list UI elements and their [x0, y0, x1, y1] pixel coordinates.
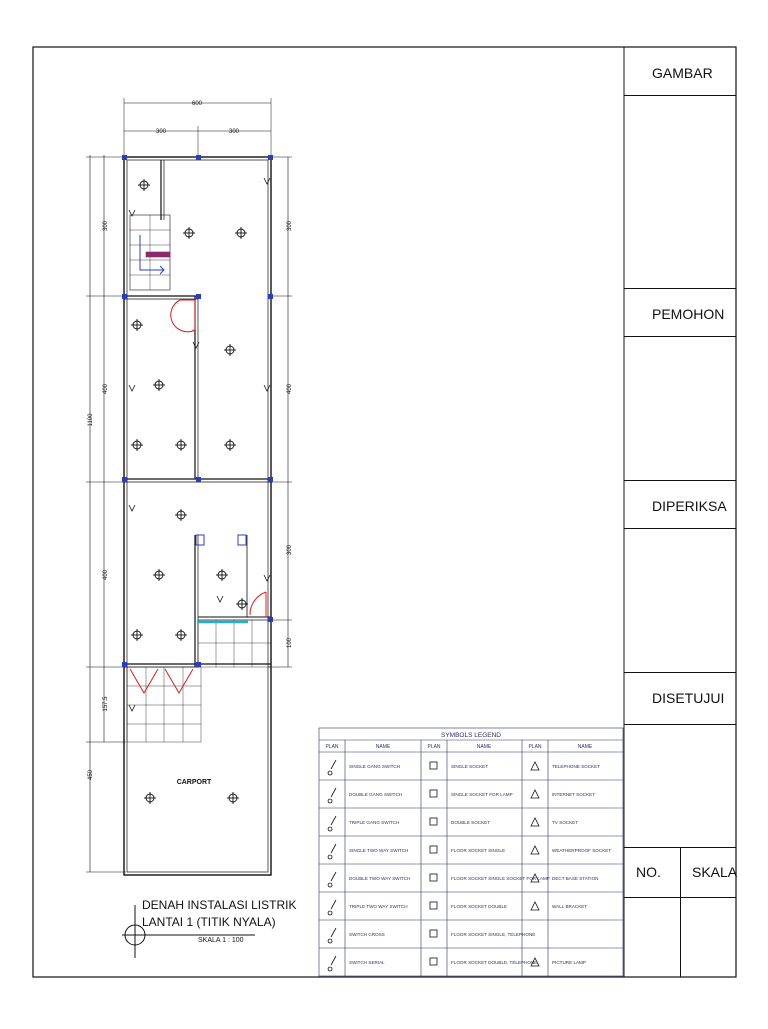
- legend-item-name: WALL BRACKET: [552, 904, 587, 909]
- socket-symbol-icon: [429, 817, 438, 826]
- title-block-skala-label: SKALA: [692, 864, 738, 880]
- switch-symbol-icon: [327, 815, 337, 832]
- legend-item-name: FLOOR SOCKET SINGLE, TELEPHONE: [451, 932, 535, 937]
- dim-left-2: 400: [103, 383, 109, 394]
- socket-symbol-icon: [429, 957, 438, 966]
- carport-label: CARPORT: [177, 779, 212, 786]
- outlet-symbol-icon: [530, 761, 540, 771]
- dim-left-3: 400: [103, 569, 109, 580]
- legend-text: SYMBOLS LEGEND PLAN NAME PLAN NAME PLAN …: [325, 732, 592, 750]
- legend-item-name: TRIPLE GANG SWITCH: [349, 820, 399, 825]
- switch-symbol-icon: [327, 871, 337, 888]
- dim-left-1: 300: [103, 220, 109, 231]
- title-block-no-skala: NO. SKALA: [624, 847, 738, 977]
- legend-item-name: SINGLE TWO WAY SWITCH: [349, 848, 408, 853]
- legend-col-name-3: NAME: [578, 744, 593, 750]
- switch-symbol-icon: [327, 843, 337, 860]
- socket-symbol-icon: [429, 845, 438, 854]
- plan-title-symbol: [122, 905, 255, 958]
- title-block-pemohon-label: PEMOHON: [652, 306, 725, 322]
- legend-item-name: DOUBLE GANG SWITCH: [349, 792, 402, 797]
- legend-item-name: SWITCH CROSS: [349, 932, 385, 937]
- legend-col-plan-1: PLAN: [325, 744, 338, 750]
- legend-title: SYMBOLS LEGEND: [441, 732, 501, 739]
- title-block-pemohon-body: [624, 336, 736, 481]
- switch-marks: [128, 177, 271, 712]
- dim-left-total: 1100: [88, 413, 94, 427]
- outlet-symbol-icon: [530, 957, 540, 967]
- symbols-legend: [318, 727, 624, 977]
- title-block-diperiksa: DIPERIKSA: [624, 480, 736, 529]
- dim-left-5: 450: [88, 769, 94, 780]
- sheet-border: [32, 46, 737, 978]
- light-points: [131, 179, 248, 804]
- legend-item-name: TELEPHONE SOCKET: [552, 764, 600, 769]
- plan-title-line2: LANTAI 1 (TITIK NYALA): [142, 915, 276, 929]
- title-block-diperiksa-label: DIPERIKSA: [652, 498, 727, 514]
- dim-right-1: 300: [287, 220, 293, 231]
- legend-item-name: DOUBLE TWO WAY SWITCH: [349, 876, 410, 881]
- legend-col-name-1: NAME: [376, 744, 391, 750]
- legend-item-name: DECT BASE STATION: [552, 876, 598, 881]
- outlet-symbol-icon: [530, 789, 540, 799]
- dim-right-3: 300: [287, 544, 293, 555]
- legend-item-name: SWITCH SERIAL: [349, 960, 385, 965]
- title-block-gambar-body: [624, 95, 736, 289]
- legend-col-name-2: NAME: [477, 744, 492, 750]
- dim-right-2: 400: [287, 383, 293, 394]
- outlet-symbol-icon: [530, 817, 540, 827]
- socket-symbol-icon: [429, 761, 438, 770]
- legend-item-name: DOUBLE SOCKET: [451, 820, 490, 825]
- column-markers: [122, 155, 273, 667]
- title-block-disetujui-body: [624, 724, 736, 848]
- title-block-no-label: NO.: [636, 864, 661, 880]
- legend-rows: SINGLE GANG SWITCH SINGLE SOCKET TELEPHONE…: [349, 764, 611, 965]
- switch-symbol-icon: [327, 759, 337, 776]
- doors: [129, 299, 267, 694]
- title-block-disetujui-label: DISETUJUI: [652, 690, 725, 706]
- legend-item-name: FLOOR SOCKET DOUBLE: [451, 904, 507, 909]
- title-block-disetujui: DISETUJUI: [624, 672, 736, 725]
- title-block-gambar-label: GAMBAR: [652, 65, 713, 81]
- socket-symbol-icon: [429, 901, 438, 910]
- legend-item-name: INTERNET SOCKET: [552, 792, 595, 797]
- legend-item-name: FLOOR SOCKET DOUBLE, TELEPHONE: [451, 960, 537, 965]
- dim-top-total: 600: [192, 101, 203, 107]
- socket-symbol-icon: [429, 929, 438, 938]
- legend-item-name: WEATHERPROOF SOCKET: [552, 848, 611, 853]
- legend-item-name: FLOOR SOCKET SINGLE SOCKET FOR LAMP: [451, 876, 550, 881]
- legend-item-name: FLOOR SOCKET SINGLE: [451, 848, 505, 853]
- legend-item-name: SINGLE GANG SWITCH: [349, 764, 400, 769]
- outlet-symbol-icon: [530, 845, 540, 855]
- switch-symbol-icon: [327, 955, 337, 972]
- dim-top-right: 300: [229, 129, 240, 135]
- title-block-diperiksa-body: [624, 528, 736, 673]
- legend-col-plan-3: PLAN: [528, 744, 541, 750]
- legend-symbols: [327, 759, 540, 972]
- switch-symbol-icon: [327, 899, 337, 916]
- title-block-gambar: GAMBAR: [624, 47, 736, 96]
- plan-scale: SKALA 1 : 100: [198, 937, 244, 944]
- dim-left-4: 157.5: [103, 696, 109, 712]
- socket-symbol-icon: [429, 873, 438, 882]
- plan-title-line1: DENAH INSTALASI LISTRIK: [142, 898, 297, 912]
- title-block-pemohon: PEMOHON: [624, 288, 736, 337]
- dimension-labels: 600 300 300 1100 300 400 400 157.5 450 3…: [88, 101, 293, 780]
- outlet-symbol-icon: [530, 901, 540, 911]
- switch-symbol-icon: [327, 787, 337, 804]
- outlet-symbol-icon: [530, 873, 540, 883]
- dim-top-left: 300: [156, 129, 167, 135]
- legend-item-name: PICTURE LAMP: [552, 960, 586, 965]
- legend-col-plan-2: PLAN: [427, 744, 440, 750]
- floor-plan: [86, 98, 292, 876]
- socket-symbol-icon: [429, 789, 438, 798]
- legend-item-name: TRIPLE TWO WAY SWITCH: [349, 904, 408, 909]
- switch-symbol-icon: [327, 927, 337, 944]
- legend-item-name: SINGLE SOCKET: [451, 764, 488, 769]
- legend-item-name: TV SOCKET: [552, 820, 578, 825]
- dim-right-4: 100: [287, 637, 293, 648]
- legend-item-name: SINGLE SOCKET FOR LAMP: [451, 792, 513, 797]
